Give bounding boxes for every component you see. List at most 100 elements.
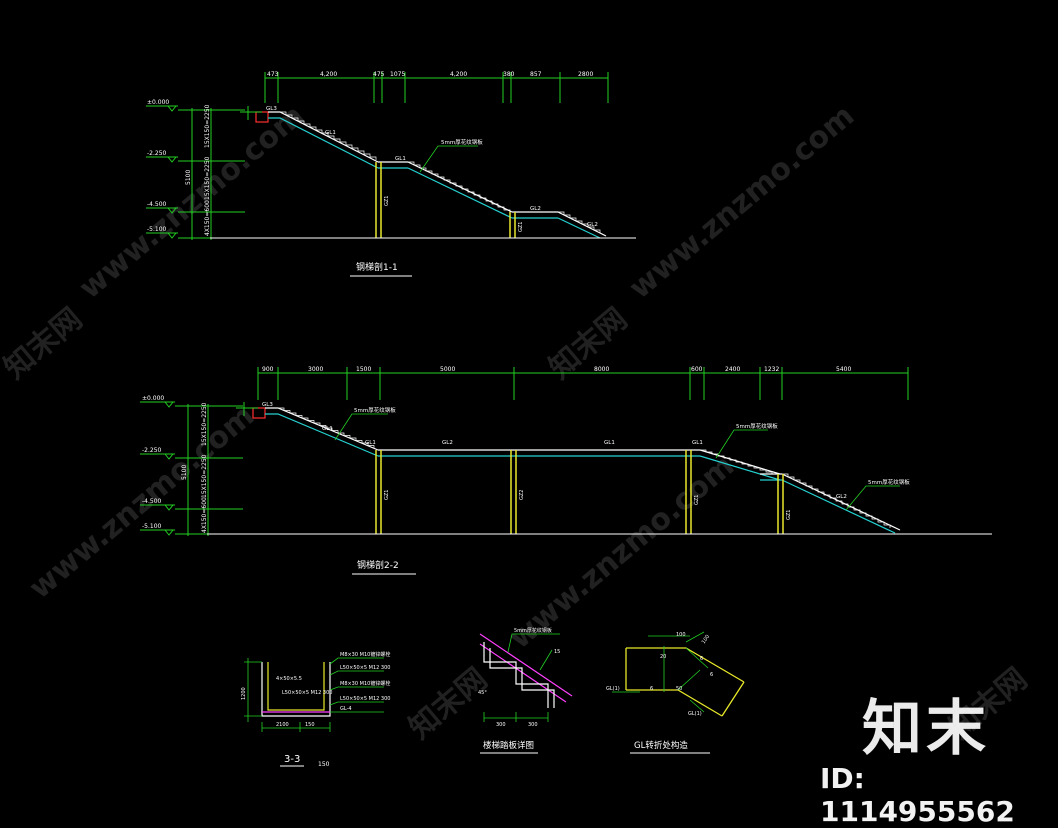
dim-label: 8000 xyxy=(594,366,609,373)
dim-label: 6 xyxy=(650,686,653,692)
vertical-dim-label: 15X150=2250 xyxy=(201,402,208,446)
member-tag: GZ1 xyxy=(384,196,390,206)
dim-label: 150 xyxy=(305,722,315,728)
dim-label: 380 xyxy=(503,71,515,78)
dim-label: 473 xyxy=(267,71,279,78)
dim-label: 300 xyxy=(528,722,538,728)
dim-label: 1500 xyxy=(356,366,371,373)
member-tags: GL3 GL1 GL1 GL2 GL1 GL1 GL2 GZ1 GZ2 GZ1 … xyxy=(262,402,847,520)
level-label: ±0.000 xyxy=(142,395,164,402)
dimension-labels-top: 473 4,200 475 1075 4,200 380 857 2800 xyxy=(267,71,593,78)
member-tag: GZ1 xyxy=(384,490,390,500)
member-tag: GL(1) xyxy=(606,686,620,692)
dim-label: 900 xyxy=(262,366,274,373)
level-label: -2.250 xyxy=(142,447,162,454)
level-label: -2.250 xyxy=(147,150,167,157)
brand-logo: 知末 xyxy=(862,694,990,764)
detail-title: 楼梯踏板详图 xyxy=(483,740,534,751)
dim-label: 2400 xyxy=(725,366,740,373)
dim-label: 300 xyxy=(496,722,506,728)
level-labels: ±0.000 -2.250 -4.500 -5.100 5100 15X150=… xyxy=(142,395,208,533)
vertical-total-label: 5100 xyxy=(181,465,188,480)
level-label: -4.500 xyxy=(142,498,162,505)
inner-label: L50×50×5 M12 300 xyxy=(282,690,332,696)
leader-notes: 5mm厚花纹钢板 5mm厚花纹钢板 5mm厚花纹钢板 xyxy=(334,406,910,511)
detail-3-3: 1200 2100 150 4×50×5.5 L50×50×5 M12 300 … xyxy=(241,651,390,768)
member-tags: GL3 GL1 GL1 GL2 GL2 GZ1 GZ1 xyxy=(266,106,598,232)
leader-note-text: GL-4 xyxy=(340,706,352,712)
image-id-label: ID: 1114955562 xyxy=(820,762,1015,828)
dim-label: 20 xyxy=(660,654,666,660)
level-label: -4.500 xyxy=(147,201,167,208)
dim-label: 6 xyxy=(710,672,713,678)
section-title: 钢梯剖2-2 xyxy=(357,559,399,571)
leader-note-text: 5mm厚花纹钢板 xyxy=(868,478,910,486)
dim-label: 6 xyxy=(700,656,703,662)
leader-note: 5mm厚花纹钢板 xyxy=(419,138,483,173)
leader-note-text: L50×50×5 M12 300 xyxy=(340,665,390,671)
watermark-layer: www.znzmo.com 知末网 www.znzmo.com 知末网 www.… xyxy=(0,98,1034,746)
watermark-site: www.znzmo.com xyxy=(503,448,741,656)
dim-label: 2800 xyxy=(578,71,593,78)
member-tag: GL2 xyxy=(836,494,847,500)
detail-step-labels: 5mm厚花纹钢板 300 300 15 45° xyxy=(478,627,560,728)
member-tag: GZ1 xyxy=(518,222,524,232)
dim-label: 5000 xyxy=(440,366,455,373)
vertical-dim-label: 15X150=2250 xyxy=(204,156,211,200)
member-tag: GL2 xyxy=(587,222,598,228)
height-dim: 1200 xyxy=(241,687,247,700)
member-tag: GL3 xyxy=(262,402,273,408)
detail-gl-labels: 100 100 20 50 6 6 6 GL(1) GL(1) xyxy=(606,632,713,717)
leader-note-text: 5mm厚花纹钢板 xyxy=(441,138,483,146)
level-label: -5.100 xyxy=(147,226,167,233)
dim-label: 3000 xyxy=(308,366,323,373)
section-2-2: 900 3000 1500 5000 8000 600 2400 1232 54… xyxy=(140,366,992,575)
detail-title: 3-3 xyxy=(284,754,300,765)
member-tag: GL2 xyxy=(530,206,541,212)
level-labels: ±0.000 -2.250 -4.500 -5.100 5100 15X150=… xyxy=(147,99,211,236)
vertical-dim-label: 15X150=2250 xyxy=(204,104,211,148)
watermark-brand: 知末网 xyxy=(403,661,494,746)
detail-title: GL转折处构造 xyxy=(634,740,688,751)
dim-label: 857 xyxy=(530,71,542,78)
member-tag: GL1 xyxy=(604,440,615,446)
dim-label: 100 xyxy=(676,632,686,638)
watermark-site: www.znzmo.com xyxy=(623,98,861,306)
inner-label: 4×50×5.5 xyxy=(276,676,302,682)
member-tag: GL(1) xyxy=(688,711,702,717)
leader-note-text: L50×50×5 M12 300 xyxy=(340,696,390,702)
top-landing xyxy=(240,106,269,123)
member-tag: GL3 xyxy=(266,106,277,112)
dimension-labels-top: 900 3000 1500 5000 8000 600 2400 1232 54… xyxy=(262,366,851,373)
level-marks xyxy=(146,105,245,240)
leader-note-text: 5mm厚花纹钢板 xyxy=(736,422,778,430)
watermark-brand: 知末网 xyxy=(0,301,89,386)
member-tag: GL2 xyxy=(442,440,453,446)
member-tag: GZ1 xyxy=(786,510,792,520)
top-landing xyxy=(236,402,266,419)
section-title: 钢梯剖1-1 xyxy=(356,261,398,273)
detail-scale: 150 xyxy=(318,761,330,768)
detail-3-3-labels: 1200 2100 150 4×50×5.5 L50×50×5 M12 300 … xyxy=(241,651,390,728)
level-label: -5.100 xyxy=(142,523,162,530)
member-tag: GL1 xyxy=(325,130,336,136)
dimension-chain-top xyxy=(257,367,909,400)
dim-label: 4,200 xyxy=(450,71,467,78)
level-label: ±0.000 xyxy=(147,99,169,106)
member-tag: GL1 xyxy=(692,440,703,446)
dim-label: 1075 xyxy=(390,71,405,78)
dim-label: 5400 xyxy=(836,366,851,373)
member-tag: GZ2 xyxy=(519,490,525,500)
angle-label: 15 xyxy=(554,649,560,655)
dim-label: 100 xyxy=(701,634,711,645)
stair-flight xyxy=(265,407,901,534)
dim-label: 4,200 xyxy=(320,71,337,78)
vertical-dim-label: 15X150=2250 xyxy=(201,454,208,498)
section-title-1: 钢梯剖1-1 xyxy=(350,261,412,277)
dim-label: 600 xyxy=(691,366,703,373)
stair-flight xyxy=(268,111,607,239)
vertical-dim-label: 4X150=600 xyxy=(204,200,211,236)
dim-label: 2100 xyxy=(276,722,289,728)
leader-note-text: 5mm厚花纹钢板 xyxy=(354,406,396,414)
